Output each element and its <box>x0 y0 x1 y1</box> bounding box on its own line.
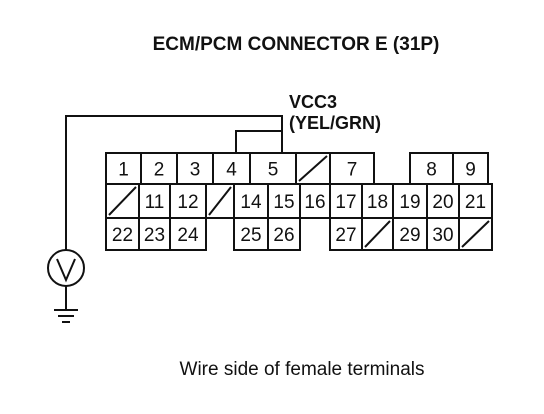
terminal-number: 2 <box>154 160 165 181</box>
voltmeter-icon <box>47 249 85 310</box>
terminal-number: 1 <box>118 160 129 181</box>
diagram-caption: Wire side of female terminals <box>180 359 425 380</box>
terminal-cell: 3 <box>176 152 214 185</box>
terminal-cell: 22 <box>105 217 140 251</box>
terminal-number: 8 <box>426 160 437 181</box>
terminal-box <box>329 152 375 185</box>
terminal-cell: 23 <box>138 217 171 251</box>
terminal-box <box>299 183 331 219</box>
terminal-number: 16 <box>304 192 325 213</box>
unused-terminal-slash <box>208 186 232 216</box>
terminal-box <box>452 152 489 185</box>
unused-terminal-slash <box>108 186 137 216</box>
terminal-cell: 17 <box>329 183 363 219</box>
terminal-number: 25 <box>240 225 261 246</box>
terminal-number: 29 <box>399 225 420 246</box>
terminal-number: 18 <box>367 192 388 213</box>
terminal-number: 24 <box>177 225 199 246</box>
terminal-bridge <box>235 130 282 153</box>
terminal-number: 27 <box>335 225 356 246</box>
terminal-box <box>169 217 207 251</box>
terminal-box <box>426 217 460 251</box>
terminal-number: 22 <box>112 225 133 246</box>
terminal-box <box>233 183 269 219</box>
terminal-cell: 27 <box>329 217 363 251</box>
terminal-cell: 12 <box>169 183 207 219</box>
terminal-number: 12 <box>177 192 198 213</box>
unused-terminal-slash <box>364 220 391 248</box>
test-leads <box>65 115 283 250</box>
terminal-number: 11 <box>145 192 165 213</box>
terminal-box <box>329 183 363 219</box>
terminal-cell: 25 <box>233 217 269 251</box>
terminal-number: 17 <box>335 192 356 213</box>
terminal-cell: 11 <box>138 183 171 219</box>
terminal-cell: 26 <box>267 217 301 251</box>
terminal-number: 15 <box>273 192 294 213</box>
terminal-cell <box>105 183 140 219</box>
terminal-number: 21 <box>465 192 486 213</box>
terminal-cell: 19 <box>392 183 428 219</box>
terminal-cell: 15 <box>267 183 301 219</box>
terminal-box <box>267 183 301 219</box>
terminal-cell: 16 <box>299 183 331 219</box>
terminal-number: 3 <box>190 160 201 181</box>
terminal-cell: 14 <box>233 183 269 219</box>
terminal-cell: 18 <box>361 183 394 219</box>
terminal-box <box>138 217 171 251</box>
terminal-number: 9 <box>465 160 476 181</box>
terminal-cell: 2 <box>140 152 178 185</box>
terminal-cell: 4 <box>212 152 251 185</box>
terminal-box <box>392 217 428 251</box>
unused-terminal-slash <box>298 155 328 182</box>
terminal-cell <box>458 217 493 251</box>
terminal-number: 26 <box>273 225 294 246</box>
terminal-number: 30 <box>432 225 453 246</box>
diagram-title: ECM/PCM CONNECTOR E (31P) <box>153 34 440 55</box>
terminal-cell: 9 <box>452 152 489 185</box>
terminal-cell: 30 <box>426 217 460 251</box>
terminal-cell <box>205 183 235 219</box>
terminal-box <box>105 217 140 251</box>
terminal-box <box>392 183 428 219</box>
terminal-box <box>233 217 269 251</box>
terminal-number: 20 <box>432 192 453 213</box>
positive-lead <box>65 115 283 250</box>
terminal-box <box>458 183 493 219</box>
terminal-box <box>267 217 301 251</box>
terminal-cell: 21 <box>458 183 493 219</box>
terminal-number: 7 <box>347 160 358 181</box>
wire-color: (YEL/GRN) <box>289 113 381 133</box>
terminal-number: 14 <box>240 192 262 213</box>
terminal-cell: 7 <box>329 152 375 185</box>
terminal-cell: 5 <box>249 152 297 185</box>
terminal-cell <box>361 217 394 251</box>
signal-name: VCC3 <box>289 92 337 112</box>
ground-icon <box>54 309 78 323</box>
terminal-cell <box>295 152 331 185</box>
terminal-number: 5 <box>268 160 279 181</box>
terminal-number: 19 <box>399 192 420 213</box>
terminal-cell: 24 <box>169 217 207 251</box>
terminal-cell: 29 <box>392 217 428 251</box>
terminal-number: 4 <box>226 160 237 181</box>
terminal-cell: 1 <box>105 152 142 185</box>
terminal-cell: 20 <box>426 183 460 219</box>
terminal-cell: 8 <box>409 152 454 185</box>
unused-terminal-slash <box>461 220 490 248</box>
terminal-number: 23 <box>144 225 165 246</box>
